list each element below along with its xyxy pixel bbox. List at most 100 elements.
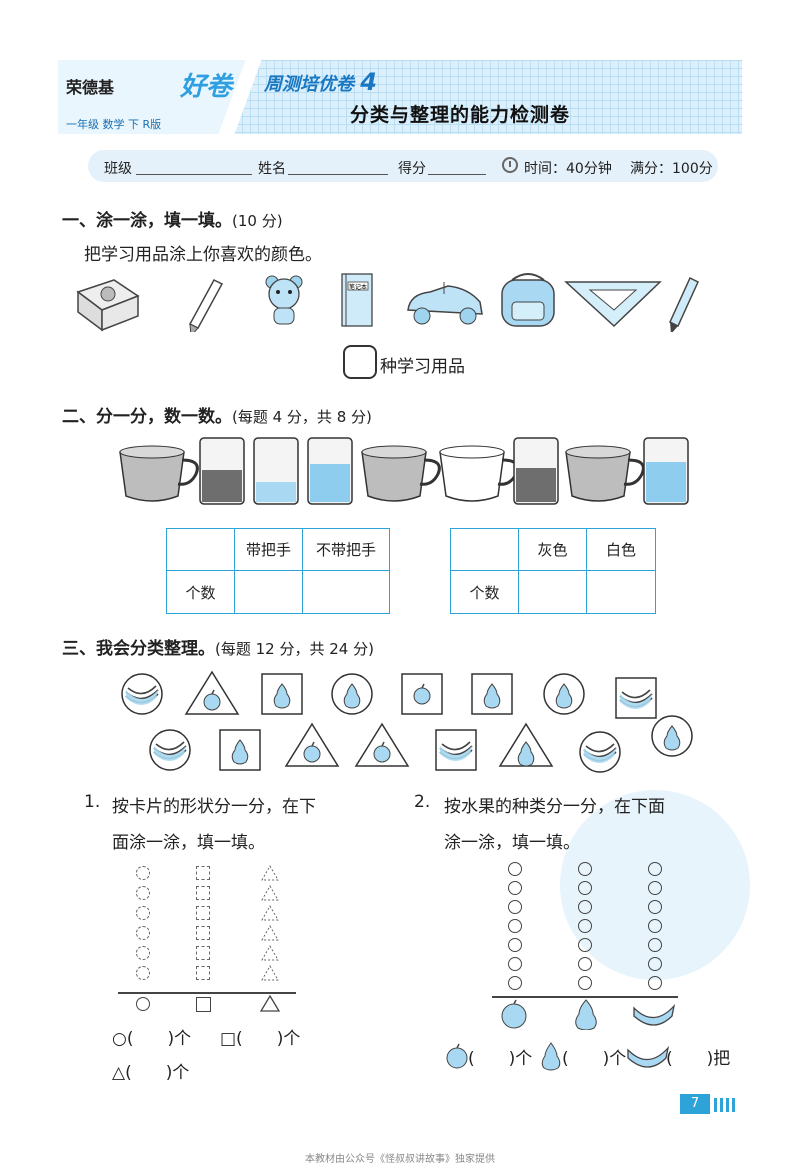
white-mug-icon	[439, 445, 519, 502]
class-field[interactable]	[136, 174, 252, 175]
table-header-with-handle: 带把手	[234, 528, 303, 571]
table-row-label: 个数	[450, 570, 519, 614]
square-column[interactable]	[194, 864, 214, 994]
table-row-label: 个数	[166, 570, 235, 614]
name-field[interactable]	[288, 174, 388, 175]
circle-banana-card	[579, 731, 621, 773]
triangle-apple-card	[284, 722, 340, 767]
bear-toy-icon	[265, 275, 303, 325]
banana-column[interactable]	[646, 860, 666, 996]
full-score-text: 满分：100分	[630, 161, 713, 177]
triangle-column[interactable]	[258, 864, 282, 990]
q1-triangle-fill[interactable]: △( )个	[112, 1063, 190, 1083]
clock-icon	[502, 157, 518, 173]
blue-glass-icon	[643, 437, 689, 505]
section3-title: 三、我会分类整理。	[62, 639, 215, 659]
section1-heading: 一、涂一涂，填一填。(10 分)	[62, 206, 283, 231]
pear-column[interactable]	[576, 860, 596, 996]
table-corner	[450, 528, 519, 571]
gray-mug-icon	[361, 445, 441, 502]
triangle-apple-card	[184, 670, 240, 715]
dark-liquid-glass-icon	[199, 437, 245, 505]
banana-icon	[627, 1045, 670, 1068]
q1-baseline	[118, 992, 296, 994]
fruit-cards	[121, 670, 693, 773]
brand-panel	[58, 60, 248, 134]
circle-banana-card	[149, 729, 191, 771]
circle-pear-card	[543, 673, 585, 715]
brand-logo: 好卷	[180, 72, 233, 102]
square-pear-card	[219, 729, 261, 771]
q1-line2: 面涂一涂，填一填。	[112, 833, 265, 853]
score-label: 得分	[398, 161, 426, 177]
triangle-pear-card	[498, 722, 554, 767]
q2-number: 2.	[414, 792, 431, 812]
square-label-icon	[196, 997, 211, 1012]
triangle-apple-card	[354, 722, 410, 767]
square-pear-card	[471, 673, 513, 715]
square-apple-card	[401, 673, 443, 715]
blue-glass-icon	[307, 437, 353, 505]
pen-icon	[669, 276, 699, 332]
page-subtitle: 分类与整理的能力检测卷	[350, 104, 571, 126]
gray-mug-icon	[565, 445, 645, 502]
week-title: 周测培优卷 4	[264, 68, 377, 96]
table-corner	[166, 528, 235, 571]
apple-column[interactable]	[506, 860, 526, 996]
square-banana-card	[435, 729, 477, 771]
q2-fill-icons	[446, 1042, 670, 1071]
class-label: 班级	[104, 161, 132, 177]
pear-icon	[541, 1042, 561, 1071]
footer-note: 本教材由公众号《怪叔叔讲故事》独家提供	[305, 1154, 495, 1165]
q1-circle-fill[interactable]: ○( )个	[112, 1029, 192, 1049]
name-label: 姓名	[258, 161, 286, 177]
section3-points: (每题 12 分，共 24 分)	[215, 640, 374, 658]
pear-icon	[575, 999, 597, 1030]
backpack-icon	[501, 273, 555, 327]
page-number: 7	[680, 1094, 710, 1114]
q1-number: 1.	[84, 792, 101, 812]
section2-points: (每题 4 分，共 8 分)	[232, 408, 372, 426]
dark-liquid-glass-icon	[513, 437, 559, 505]
light-blue-glass-icon	[253, 437, 299, 505]
answer-cell[interactable]	[234, 570, 303, 614]
notebook-icon: 笔记本	[341, 273, 373, 327]
circle-banana-card	[121, 673, 163, 715]
answer-cell[interactable]	[518, 570, 587, 614]
q1-line1: 按卡片的形状分一分，在下	[112, 797, 316, 817]
q2-baseline	[492, 996, 678, 998]
week-number: 4	[360, 68, 377, 96]
section2-heading: 二、分一分，数一数。(每题 4 分，共 8 分)	[62, 402, 372, 427]
sharpener-icon	[76, 279, 140, 332]
q2-pear-fill[interactable]: ( )个	[562, 1049, 627, 1069]
week-label: 周测培优卷	[264, 74, 354, 95]
answer-cell[interactable]	[586, 570, 656, 614]
section1-instruction: 把学习用品涂上你喜欢的颜色。	[84, 245, 322, 265]
section1-title: 一、涂一涂，填一填。	[62, 211, 232, 231]
table-header-gray: 灰色	[518, 528, 587, 571]
apple-icon	[501, 999, 527, 1029]
table-header-without-handle: 不带把手	[302, 528, 390, 571]
circle-pear-card	[331, 673, 373, 715]
triangle-label-icon	[259, 994, 281, 1012]
table-header-white: 白色	[586, 528, 656, 571]
time-text: 时间：40分钟	[524, 161, 612, 177]
q2-banana-fill[interactable]: ( )把	[666, 1049, 731, 1069]
circle-pear-card	[651, 715, 693, 757]
grade-info: 一年级 数学 下 R版	[66, 118, 162, 131]
apple-icon	[446, 1043, 468, 1069]
q2-apple-fill[interactable]: ( )个	[468, 1049, 533, 1069]
brand-name: 荣德基	[66, 78, 115, 97]
section3-heading: 三、我会分类整理。(每题 12 分，共 24 分)	[62, 634, 374, 659]
handle-table: 带把手 不带把手 个数	[166, 528, 390, 614]
answer-cell[interactable]	[302, 570, 390, 614]
score-field[interactable]	[428, 174, 486, 175]
item-count-answer-box[interactable]	[343, 345, 377, 379]
school-items-row: 笔记本	[76, 273, 699, 332]
circle-label-icon	[136, 997, 150, 1011]
square-banana-card	[615, 677, 657, 719]
q1-square-fill[interactable]: □( )个	[220, 1029, 301, 1049]
section2-title: 二、分一分，数一数。	[62, 407, 232, 427]
set-square-icon	[564, 281, 662, 328]
circle-column[interactable]	[134, 864, 154, 994]
